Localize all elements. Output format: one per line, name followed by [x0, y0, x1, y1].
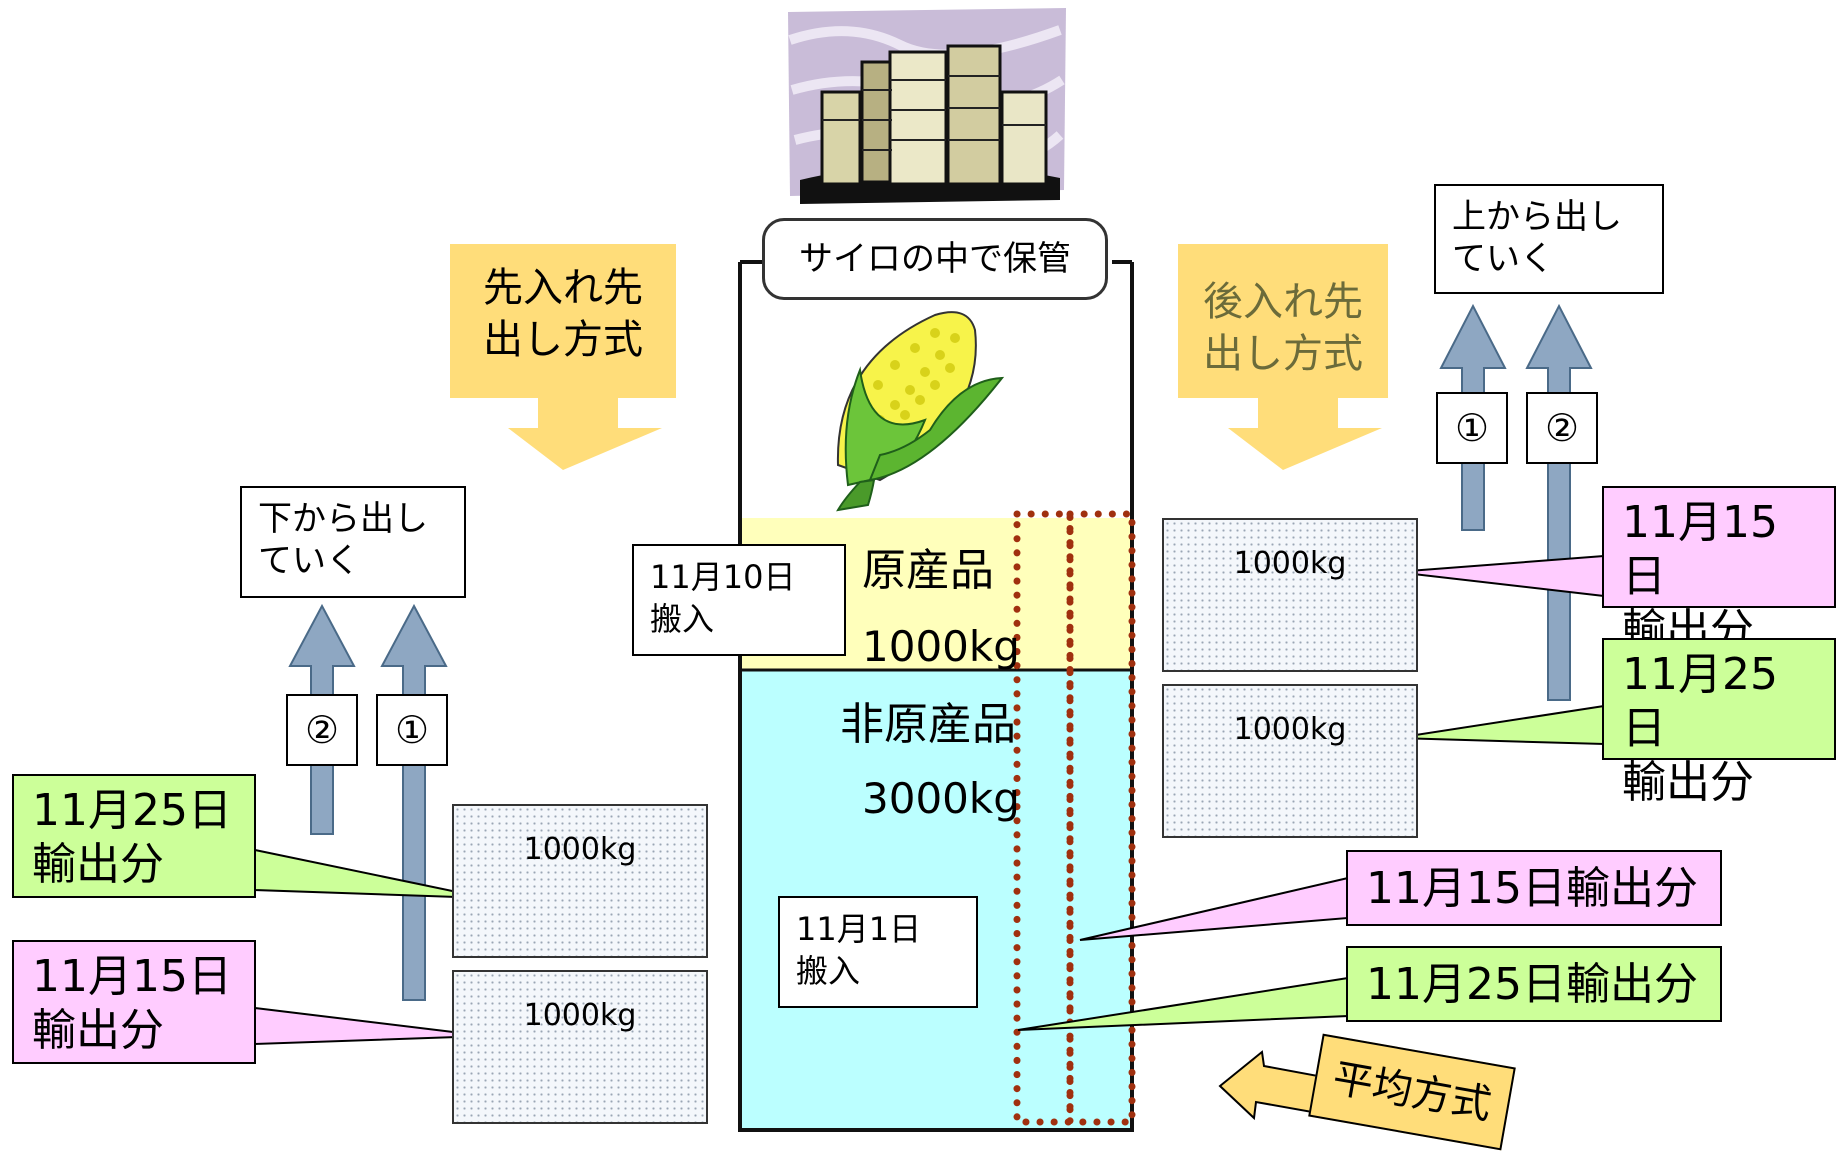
- fifo-callout-nov15: 11月15日 輸出分: [12, 940, 256, 1064]
- non-origin-product-weight: 3000kg: [862, 774, 1020, 823]
- non-origin-product-name: 非原産品: [840, 699, 1016, 750]
- fifo-block-lower: 1000kg: [452, 970, 708, 1124]
- silo-title: サイロの中で保管: [762, 218, 1108, 300]
- lifo-callout-nov25: 11月25日 輸出分: [1602, 638, 1836, 808]
- fifo-note: 下から出し ていく: [240, 486, 466, 598]
- average-dotted-columns: [1013, 510, 1136, 1126]
- fifo-block-upper: 1000kg: [452, 804, 708, 958]
- lifo-marker-2: ②: [1526, 392, 1598, 464]
- lifo-callout-nov15: 11月15日 輸出分: [1602, 486, 1836, 656]
- average-callout-nov25: 11月25日輸出分: [1346, 946, 1722, 1022]
- average-callout-nov15: 11月15日輸出分: [1346, 850, 1722, 926]
- fifo-down-arrow: [450, 244, 676, 470]
- fifo-callout-nov25: 11月25日 輸出分: [12, 774, 256, 898]
- fifo-marker-1: ①: [376, 694, 448, 766]
- lifo-note: 上から出し ていく: [1434, 184, 1664, 294]
- lifo-title: 後入れ先 出し方式: [1203, 279, 1363, 377]
- factory-silo-icon: [788, 8, 1066, 204]
- origin-product-weight: 1000kg: [862, 622, 1020, 671]
- lifo-up-arrows: [1439, 303, 1593, 701]
- lifo-down-arrow: [1178, 244, 1388, 470]
- delivery-nov1-note: 11月1日 搬入: [778, 896, 978, 1008]
- lifo-marker-1: ①: [1436, 392, 1508, 464]
- origin-product-name: 原産品: [862, 545, 994, 596]
- fifo-title: 先入れ先 出し方式: [483, 265, 643, 363]
- fifo-up-arrows: [288, 603, 448, 1001]
- corn-icon: [836, 311, 1005, 512]
- fifo-marker-2: ②: [286, 694, 358, 766]
- delivery-nov10-note: 11月10日 搬入: [632, 544, 846, 656]
- average-left-arrow: [1218, 1050, 1320, 1121]
- lifo-block-upper: 1000kg: [1162, 518, 1418, 672]
- lifo-block-lower: 1000kg: [1162, 684, 1418, 838]
